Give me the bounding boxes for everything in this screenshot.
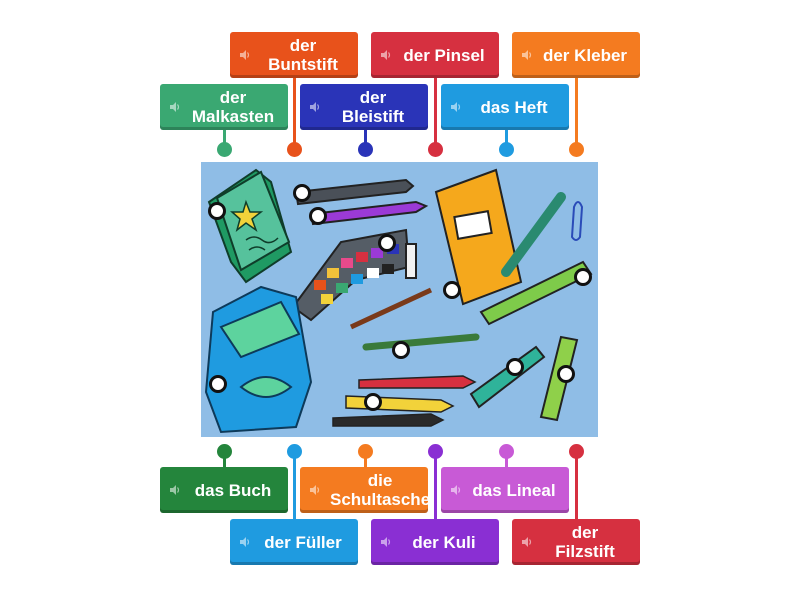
- hotspot-marker[interactable]: [557, 365, 575, 383]
- label-text: der Kuli: [412, 532, 476, 552]
- illustration: [201, 162, 598, 437]
- speaker-icon[interactable]: [441, 484, 471, 496]
- top-connector-line: [505, 124, 508, 149]
- top-connector-dot[interactable]: [358, 142, 373, 157]
- pens-drawing: [294, 178, 429, 226]
- hotspot-marker[interactable]: [309, 207, 327, 225]
- top-connector-line: [364, 124, 367, 149]
- speaker-icon[interactable]: [512, 536, 542, 548]
- label-text: der Kleber: [542, 45, 628, 65]
- top-connector-line: [223, 124, 226, 149]
- speaker-icon[interactable]: [230, 49, 260, 61]
- top-label-tile-4[interactable]: der Pinsel: [371, 32, 499, 78]
- notebook-drawing: [434, 168, 523, 306]
- hotspot-marker[interactable]: [443, 281, 461, 299]
- bottom-connector-line: [364, 451, 367, 473]
- top-connector-dot[interactable]: [287, 142, 302, 157]
- bottom-connector-dot[interactable]: [499, 444, 514, 459]
- bottom-connector-dot[interactable]: [287, 444, 302, 459]
- bottom-connector-dot[interactable]: [358, 444, 373, 459]
- backpack-drawing: [204, 285, 313, 434]
- hotspot-marker[interactable]: [392, 341, 410, 359]
- speaker-icon[interactable]: [300, 101, 330, 113]
- top-connector-line: [434, 72, 437, 149]
- top-connector-line: [293, 72, 296, 149]
- bottom-label-tile-2[interactable]: der Füller: [230, 519, 358, 565]
- top-connector-dot[interactable]: [569, 142, 584, 157]
- bottom-connector-dot[interactable]: [217, 444, 232, 459]
- speaker-icon[interactable]: [160, 101, 190, 113]
- bottom-connector-line: [575, 451, 578, 525]
- hotspot-marker[interactable]: [208, 202, 226, 220]
- hotspot-marker[interactable]: [506, 358, 524, 376]
- bottom-connector-line: [223, 451, 226, 473]
- bottom-connector-dot[interactable]: [428, 444, 443, 459]
- book-drawing: [207, 168, 293, 284]
- hotspot-marker[interactable]: [293, 184, 311, 202]
- hotspot-marker[interactable]: [209, 375, 227, 393]
- label-text: das Buch: [194, 480, 272, 500]
- label-text: der Füller: [264, 532, 342, 552]
- speaker-icon[interactable]: [512, 49, 542, 61]
- top-connector-dot[interactable]: [499, 142, 514, 157]
- hotspot-marker[interactable]: [364, 393, 382, 411]
- bottom-connector-line: [505, 451, 508, 473]
- paintbox-drawing: [291, 228, 417, 322]
- speaker-icon[interactable]: [160, 484, 190, 496]
- speaker-icon[interactable]: [230, 536, 260, 548]
- bottom-connector-line: [293, 451, 296, 525]
- bottom-label-tile-4[interactable]: der Kuli: [371, 519, 499, 565]
- bottom-connector-line: [434, 451, 437, 525]
- label-text: das Lineal: [472, 480, 556, 500]
- hotspot-marker[interactable]: [574, 268, 592, 286]
- label-text: das Heft: [480, 97, 548, 117]
- bottom-label-tile-5[interactable]: das Lineal: [441, 467, 569, 513]
- top-connector-dot[interactable]: [428, 142, 443, 157]
- top-connector-dot[interactable]: [217, 142, 232, 157]
- bottom-label-tile-1[interactable]: das Buch: [160, 467, 288, 513]
- speaker-icon[interactable]: [441, 101, 471, 113]
- top-label-tile-6[interactable]: der Kleber: [512, 32, 640, 78]
- bottom-connector-dot[interactable]: [569, 444, 584, 459]
- school-supplies-image: [201, 162, 598, 437]
- hotspot-marker[interactable]: [378, 234, 396, 252]
- top-label-tile-5[interactable]: das Heft: [441, 84, 569, 130]
- label-text: der Pinsel: [403, 45, 485, 65]
- speaker-icon[interactable]: [371, 536, 401, 548]
- speaker-icon[interactable]: [300, 484, 330, 496]
- speaker-icon[interactable]: [371, 49, 401, 61]
- top-connector-line: [575, 72, 578, 149]
